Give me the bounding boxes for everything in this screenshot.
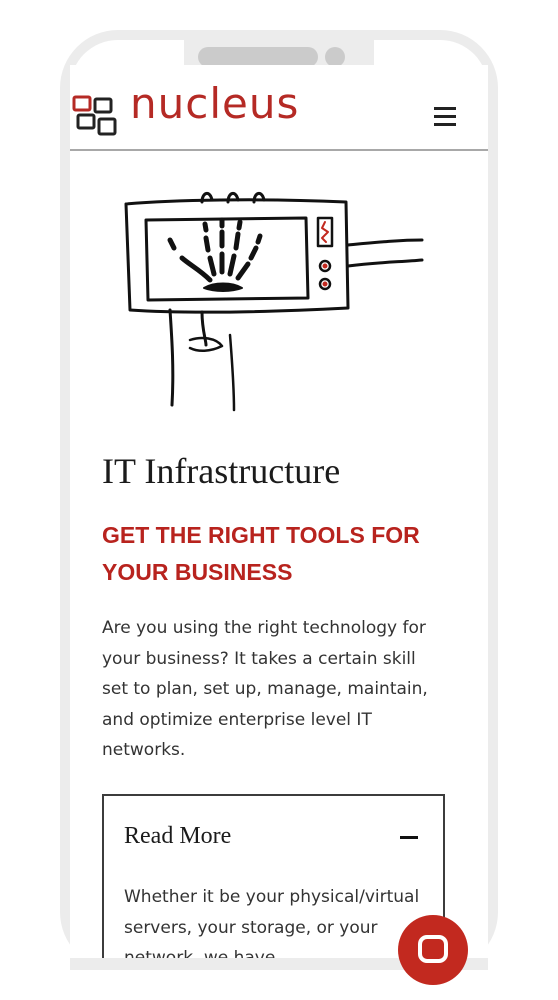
page-title: IT Infrastructure [102, 451, 341, 491]
chat-bubble-icon [418, 935, 448, 963]
hamburger-menu-icon[interactable] [434, 107, 456, 127]
site-header: nucleus [70, 65, 488, 151]
nucleus-logo-icon[interactable] [72, 95, 118, 139]
phone-camera [325, 47, 345, 67]
accordion-title: Read More [124, 823, 232, 849]
page-subtitle: GET THE RIGHT TOOLS FOR YOUR BUSINESS [102, 522, 420, 585]
chat-button[interactable] [398, 915, 468, 985]
accordion-header[interactable]: Read More [104, 796, 443, 876]
phone-screen: nucleus [70, 65, 488, 958]
minus-icon[interactable] [400, 836, 418, 839]
phone-speaker [198, 47, 318, 67]
logo-text[interactable]: nucleus [130, 79, 300, 128]
xray-hand-scanner-illustration [124, 192, 424, 412]
accordion-content: Whether it be your physical/virtual serv… [124, 887, 420, 958]
intro-paragraph: Are you using the right technology for y… [102, 618, 428, 760]
phone-frame-bottom [70, 958, 488, 970]
read-more-accordion: Read More Whether it be your physical/vi… [102, 794, 445, 958]
